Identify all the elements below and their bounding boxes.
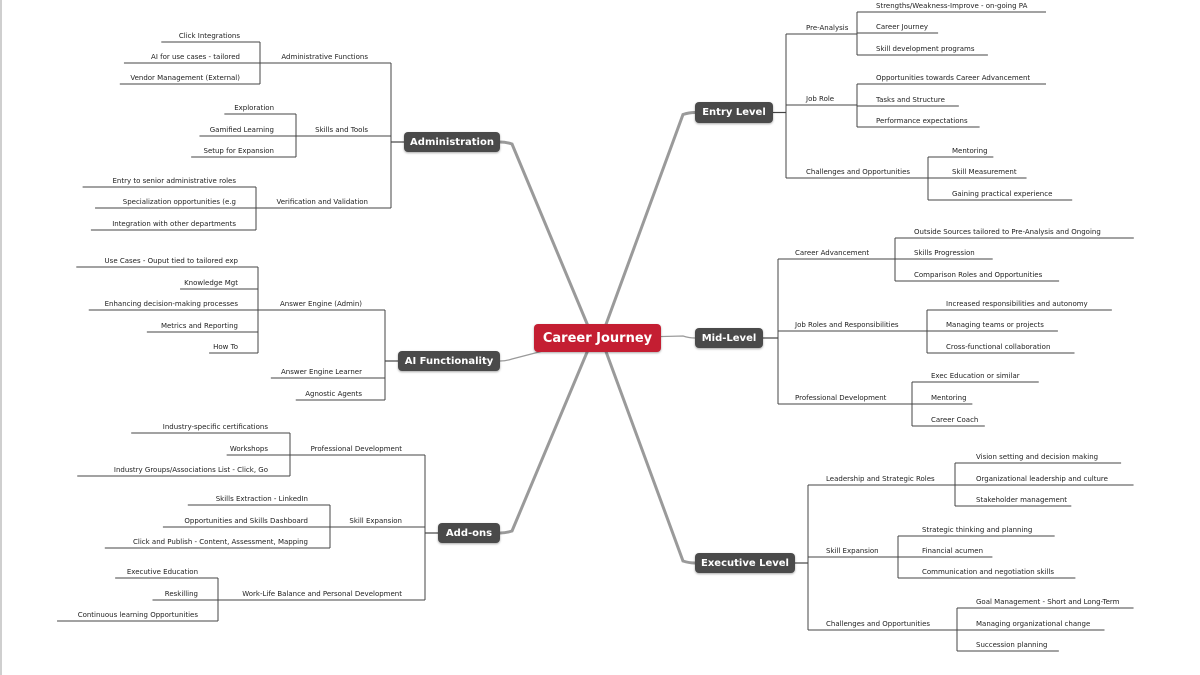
leaf-topic-career-coach[interactable]: Career Coach	[931, 416, 979, 424]
leaf-topic-specialization-opportunities-e-g[interactable]: Specialization opportunities (e.g	[122, 198, 236, 206]
connector-root-administration	[499, 140, 595, 339]
sub-topic-professional-development[interactable]: Professional Development	[310, 445, 402, 453]
leaf-topic-integration-with-other-departments[interactable]: Integration with other departments	[112, 220, 236, 228]
leaf-topic-metrics-and-reporting[interactable]: Metrics and Reporting	[160, 322, 238, 330]
sub-topic-verification-and-validation[interactable]: Verification and Validation	[276, 198, 368, 206]
leaf-topic-industry-specific-certifications[interactable]: Industry-specific certifications	[162, 423, 268, 431]
leaf-topic-industry-groups-associations-list-click-go[interactable]: Industry Groups/Associations List - Clic…	[113, 466, 268, 474]
leaf-topic-click-and-publish-content-assessment-mapping[interactable]: Click and Publish - Content, Assessment,…	[133, 538, 308, 546]
sub-topic-career-advancement[interactable]: Career Advancement	[795, 249, 870, 257]
leaf-topic-opportunities-and-skills-dashboard[interactable]: Opportunities and Skills Dashboard	[184, 517, 308, 525]
branch-node-entry-level[interactable]: Entry Level	[695, 102, 773, 123]
root-node-career-journey[interactable]: Career Journey	[534, 324, 661, 352]
leaf-topic-skill-measurement[interactable]: Skill Measurement	[952, 168, 1017, 176]
leaf-topic-succession-planning[interactable]: Succession planning	[976, 641, 1048, 649]
branch-node-add-ons[interactable]: Add-ons	[438, 523, 500, 543]
sub-topic-answer-engine-admin[interactable]: Answer Engine (Admin)	[280, 300, 362, 308]
leaf-topic-opportunities-towards-career-advancement[interactable]: Opportunities towards Career Advancement	[876, 74, 1031, 82]
leaf-topic-career-journey[interactable]: Career Journey	[876, 23, 929, 31]
leaf-topic-continuous-learning-opportunities[interactable]: Continuous learning Opportunities	[77, 611, 198, 619]
leaf-topic-skills-progression[interactable]: Skills Progression	[914, 249, 975, 257]
leaf-topic-increased-responsibilities-and-autonomy[interactable]: Increased responsibilities and autonomy	[946, 300, 1088, 308]
sub-topic-job-roles-and-responsibilities[interactable]: Job Roles and Responsibilities	[795, 321, 899, 329]
sub-topic-administrative-functions[interactable]: Administrative Functions	[281, 53, 368, 61]
sub-topic-skills-and-tools[interactable]: Skills and Tools	[315, 126, 368, 134]
leaf-topic-financial-acumen[interactable]: Financial acumen	[922, 547, 984, 555]
leaf-topic-vendor-management-external[interactable]: Vendor Management (External)	[130, 74, 240, 82]
leaf-topic-mentoring[interactable]: Mentoring	[952, 147, 988, 155]
leaf-topic-tasks-and-structure[interactable]: Tasks and Structure	[876, 96, 945, 104]
leaf-topic-workshops[interactable]: Workshops	[229, 445, 268, 453]
leaf-topic-comparison-roles-and-opportunities[interactable]: Comparison Roles and Opportunities	[914, 271, 1043, 279]
leaf-topic-exec-education-or-similar[interactable]: Exec Education or similar	[931, 372, 1020, 380]
leaf-topic-entry-to-senior-administrative-roles[interactable]: Entry to senior administrative roles	[112, 177, 236, 185]
branch-node-executive-level[interactable]: Executive Level	[695, 553, 795, 573]
leaf-topic-strategic-thinking-and-planning[interactable]: Strategic thinking and planning	[922, 526, 1033, 534]
leaf-topic-reskilling[interactable]: Reskilling	[164, 590, 198, 598]
sub-topic-answer-engine-learner[interactable]: Answer Engine Learner	[281, 368, 362, 376]
leaf-topic-managing-teams-or-projects[interactable]: Managing teams or projects	[946, 321, 1044, 329]
leaf-topic-stakeholder-management[interactable]: Stakeholder management	[976, 496, 1067, 504]
leaf-topic-outside-sources-tailored-to-pre-analysis-and-ongoing[interactable]: Outside Sources tailored to Pre-Analysis…	[914, 228, 1101, 236]
sub-topic-skill-expansion[interactable]: Skill Expansion	[349, 517, 402, 525]
canvas-left-border	[0, 0, 2, 675]
sub-topic-agnostic-agents[interactable]: Agnostic Agents	[305, 390, 362, 398]
connector-root-executive-level	[599, 337, 696, 565]
leaf-topic-skills-extraction-linkedin[interactable]: Skills Extraction - LinkedIn	[215, 495, 308, 503]
leaf-topic-goal-management-short-and-long-term[interactable]: Goal Management - Short and Long-Term	[976, 598, 1120, 606]
leaf-topic-ai-for-use-cases-tailored[interactable]: AI for use cases - tailored	[151, 53, 240, 61]
leaf-topic-communication-and-negotiation-skills[interactable]: Communication and negotiation skills	[922, 568, 1055, 576]
leaf-topic-knowledge-mgt[interactable]: Knowledge Mgt	[184, 279, 238, 287]
leaf-topic-enhancing-decision-making-processes[interactable]: Enhancing decision-making processes	[104, 300, 238, 308]
connector-root-mid-level	[600, 335, 696, 339]
sub-topic-challenges-and-opportunities[interactable]: Challenges and Opportunities	[806, 168, 911, 176]
leaf-topic-how-to[interactable]: How To	[213, 343, 238, 351]
branch-node-administration[interactable]: Administration	[404, 132, 500, 152]
leaf-topic-organizational-leadership-and-culture[interactable]: Organizational leadership and culture	[976, 475, 1108, 483]
connector-root-ai-functionality	[499, 337, 594, 362]
sub-topic-leadership-and-strategic-roles[interactable]: Leadership and Strategic Roles	[826, 475, 935, 483]
leaf-topic-gaining-practical-experience[interactable]: Gaining practical experience	[952, 190, 1053, 198]
branch-node-ai-functionality[interactable]: AI Functionality	[398, 351, 500, 371]
branch-node-mid-level[interactable]: Mid-Level	[695, 328, 763, 348]
leaf-topic-performance-expectations[interactable]: Performance expectations	[876, 117, 968, 125]
leaf-topic-mentoring[interactable]: Mentoring	[931, 394, 967, 402]
leaf-topic-exploration[interactable]: Exploration	[234, 104, 274, 112]
sub-topic-work-life-balance-and-personal-development[interactable]: Work-Life Balance and Personal Developme…	[242, 590, 402, 598]
connector-root-entry-level	[599, 111, 696, 339]
leaf-topic-vision-setting-and-decision-making[interactable]: Vision setting and decision making	[976, 453, 1099, 461]
leaf-topic-use-cases-ouput-tied-to-tailored-exp[interactable]: Use Cases - Ouput tied to tailored exp	[104, 257, 238, 265]
leaf-topic-skill-development-programs[interactable]: Skill development programs	[876, 45, 975, 53]
sub-topic-skill-expansion[interactable]: Skill Expansion	[826, 547, 879, 555]
sub-topic-pre-analysis[interactable]: Pre-Analysis	[806, 24, 849, 32]
leaf-topic-strengths-weakness-improve-on-going-pa[interactable]: Strengths/Weakness-Improve - on-going PA	[876, 2, 1028, 10]
leaf-topic-click-integrations[interactable]: Click Integrations	[178, 32, 240, 40]
sub-topic-professional-development[interactable]: Professional Development	[795, 394, 887, 402]
leaf-topic-executive-education[interactable]: Executive Education	[126, 568, 198, 576]
leaf-topic-gamified-learning[interactable]: Gamified Learning	[209, 126, 274, 134]
connector-root-add-ons	[499, 337, 595, 535]
leaf-topic-setup-for-expansion[interactable]: Setup for Expansion	[203, 147, 275, 155]
sub-topic-job-role[interactable]: Job Role	[806, 95, 835, 103]
leaf-topic-cross-functional-collaboration[interactable]: Cross-functional collaboration	[946, 343, 1051, 351]
leaf-topic-managing-organizational-change[interactable]: Managing organizational change	[976, 620, 1091, 628]
sub-topic-challenges-and-opportunities[interactable]: Challenges and Opportunities	[826, 620, 931, 628]
